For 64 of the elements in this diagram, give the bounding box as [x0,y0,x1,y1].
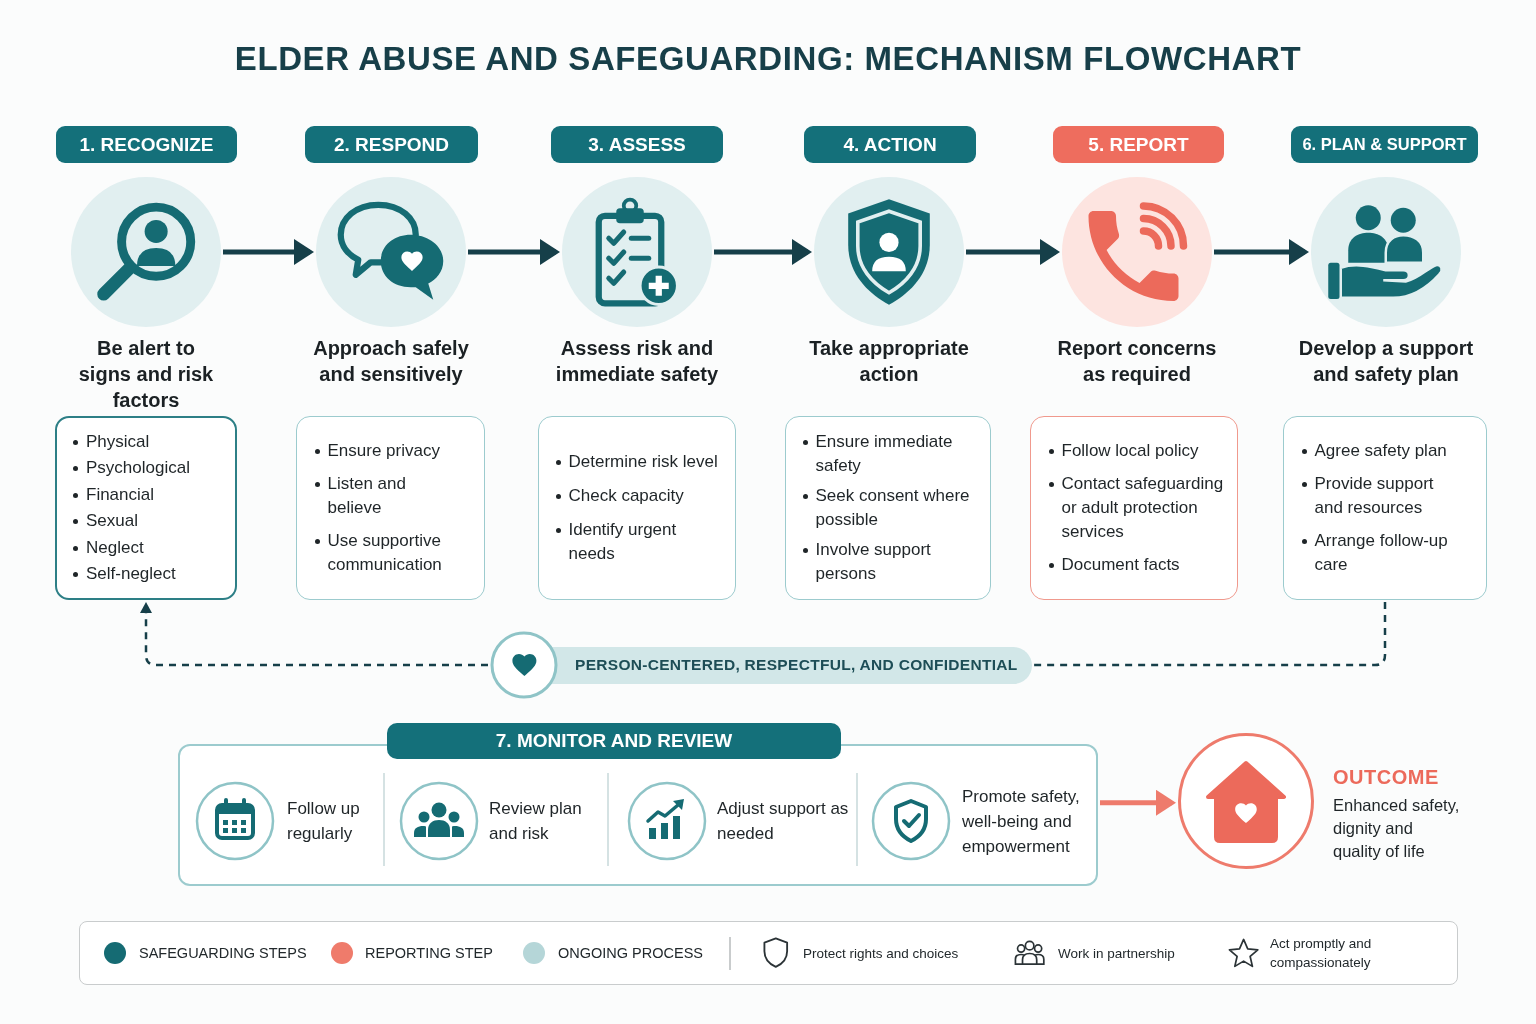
bullet-item: Involve support persons [802,538,988,586]
outcome-title: OUTCOME [1333,765,1439,789]
legend-text: SAFEGUARDING STEPS [139,943,308,963]
step-title: Assess risk and immediate safety [554,336,720,387]
legend-text: Work in partnership [1058,944,1176,963]
legend-text: Act promptly and compassionately [1270,935,1373,972]
item-text: Follow up regularly [287,798,361,845]
arrow [966,239,1060,265]
legend-text: Protect rights and choices [803,944,960,963]
bullet-list-card [1283,416,1487,600]
bullet-item: Provide support and resources [1301,472,1467,520]
bullet-list-card [785,416,991,600]
bullet-item: Self-neglect [73,562,231,587]
bullet-item: Contact safeguarding or adult protection services [1048,472,1242,544]
step-badge: 4. ACTION [804,126,976,163]
bullet-list-card [1030,416,1238,600]
step-badge: 3. ASSESS [551,126,723,163]
banner-text: PERSON-CENTERED, RESPECTFUL, AND CONFIDENTIAL [575,656,1018,674]
legend-text: REPORTING STEP [365,943,494,963]
step-badge: 2. RESPOND [305,126,478,163]
step-title: Develop a support and safety plan [1297,336,1475,387]
step-badge: 1. RECOGNIZE [56,126,237,163]
bullet-item: Sexual [73,509,231,534]
bullet-item: Determine risk level [555,450,723,474]
bullet-item: Neglect [73,535,231,560]
bullet-item: Arrange follow-up care [1301,529,1467,577]
bullet-item: Listen and believe [314,472,453,520]
item-text: Promote safety, well-being and empowerment [962,785,1081,858]
bullet-list-card [296,416,485,600]
bullet-item: Ensure privacy [314,439,453,463]
item-text: Review plan and risk [489,798,583,845]
dashed-line [1034,602,1387,667]
arrow [1100,789,1176,816]
arrow [223,239,314,265]
legend-text: ONGOING PROCESS [558,943,705,963]
step-title: Take appropriate action [808,336,970,387]
principle-banner [490,631,1032,699]
bullet-list-card [538,416,736,600]
item-text: Adjust support as needed [717,798,849,845]
step-badge: 6. PLAN & SUPPORT [1291,126,1478,163]
bullet-item: Ensure immediate safety [802,430,988,478]
bullet-item: Financial [73,482,231,507]
monitor-panel [178,723,1098,886]
step-title: Approach safely and sensitively [312,336,470,387]
bullet-item: Identify urgent needs [555,518,723,566]
bullet-list-card [55,416,237,600]
bullet-item: Physical [73,429,231,454]
panel-title-tab: 7. MONITOR AND REVIEW [387,723,841,759]
step-title: Be alert to signs and risk factors [77,336,215,413]
arrow [714,239,812,265]
arrow [1214,239,1309,265]
bullet-item: Check capacity [555,484,723,508]
bullet-item: Psychological [73,456,231,481]
dashed-arrow [140,602,488,667]
outcome-description: Enhanced safety, dignity and quality of life [1333,795,1461,862]
bullet-item: Document facts [1048,553,1242,577]
bullet-item: Agree safety plan [1301,439,1467,463]
bullet-item: Follow local policy [1048,439,1242,463]
title: ELDER ABUSE AND SAFEGUARDING: MECHANISM FLOWCHART [234,40,1302,78]
step-badge: 5. REPORT [1053,126,1224,163]
bullet-item: Seek consent where possible [802,484,988,532]
arrow [468,239,560,265]
bullet-item: Use supportive communication [314,529,453,577]
step-title: Report concerns as required [1056,336,1218,387]
